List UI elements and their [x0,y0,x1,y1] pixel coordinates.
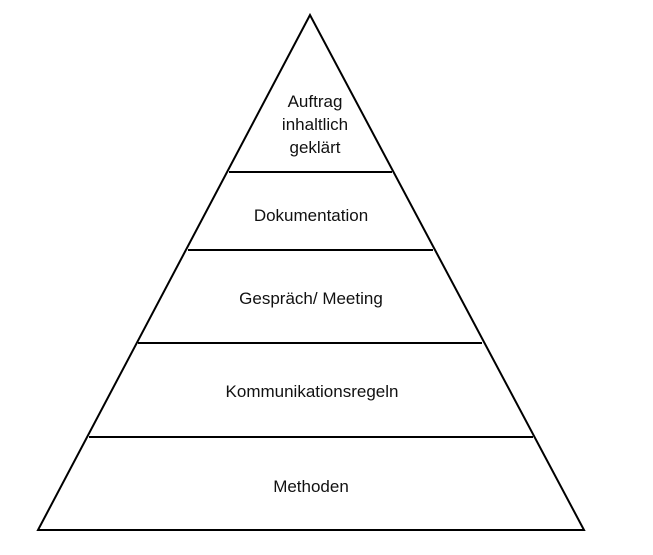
level-apex: Auftrag inhaltlich geklärt [282,92,348,157]
level-kommunikationsregeln-label: Kommunikationsregeln [226,382,399,401]
level-apex-label-line-1: Auftrag [288,92,343,111]
level-apex-label-line-3: geklärt [289,138,340,157]
level-apex-label-line-2: inhaltlich [282,115,348,134]
level-methoden-label: Methoden [273,477,349,496]
level-dokumentation-label: Dokumentation [254,206,368,225]
level-gespraech-label: Gespräch/ Meeting [239,289,383,308]
pyramid-outline [36,12,586,531]
